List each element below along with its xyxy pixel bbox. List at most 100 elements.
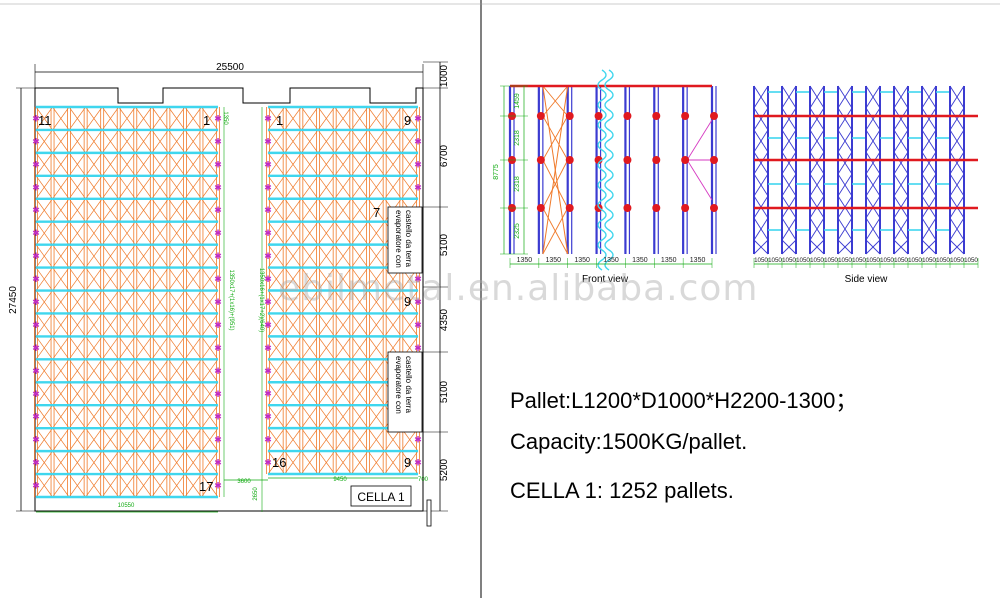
left-rack-brace — [168, 152, 186, 177]
side-brace — [893, 217, 909, 241]
left-rack-brace — [118, 267, 136, 291]
side-bay-width-0: 1050 — [754, 257, 768, 264]
right-rack-brace — [301, 221, 319, 245]
side-brace — [865, 239, 881, 255]
right-rack-marker: ✱ — [414, 320, 422, 330]
left-rack-brace — [151, 382, 169, 406]
left-rack-marker: ✱ — [32, 251, 40, 261]
left-rack-brace — [184, 359, 202, 383]
front-level-dim-2: 2318 — [514, 176, 521, 192]
front-rail-bracket — [594, 156, 603, 164]
left-rack-brace — [168, 221, 186, 245]
evaporator-label-2-line2: castello da terra — [404, 356, 413, 413]
left-rack-brace — [151, 198, 169, 222]
front-rail-bracket — [681, 156, 690, 164]
front-rail-bracket — [565, 156, 574, 164]
left-rack-brace — [168, 382, 186, 406]
right-vertical-formula: 1350x16+(1x17+2)(640) — [258, 268, 264, 332]
left-rack-brace — [184, 313, 202, 337]
cella-outline — [34, 87, 424, 512]
right-rack-brace — [284, 198, 302, 222]
right-rack-marker: ✱ — [264, 366, 272, 376]
left-rack-brace — [151, 405, 169, 429]
front-rail-bracket — [594, 112, 603, 120]
right-rack-brace — [334, 129, 352, 154]
right-rack-brace — [351, 313, 369, 337]
right-rack-brace — [334, 427, 352, 452]
right-rack-brace — [301, 450, 319, 475]
front-rail-bracket — [681, 112, 690, 120]
left-rack-brace — [184, 244, 202, 268]
left-rack-brace — [118, 175, 136, 199]
left-rack-brace — [151, 244, 169, 268]
front-bay-width-4: 1350 — [632, 257, 648, 264]
right-rack-brace — [284, 427, 302, 452]
left-vertical-formula: 1350x17+(1x16)+(951) — [228, 269, 234, 330]
right-rack-brace — [367, 221, 385, 245]
left-rack-brace — [201, 267, 219, 291]
left-rack-brace — [85, 290, 103, 314]
side-brace — [837, 85, 853, 109]
right-rack-brace — [301, 359, 319, 383]
front-view-title: Front view — [582, 274, 629, 285]
left-rack-brace — [184, 198, 202, 222]
left-rack-brace — [184, 473, 202, 498]
side-brace — [893, 107, 909, 131]
left-rack-brace — [101, 290, 120, 314]
right-rack-brace — [267, 427, 285, 452]
side-bay-width-3: 1050 — [796, 257, 810, 264]
left-rack-brace — [151, 221, 169, 245]
left-rack-brace — [134, 221, 153, 245]
right-rack-brace — [284, 129, 302, 154]
left-rack-brace — [68, 382, 86, 406]
side-brace — [809, 85, 825, 109]
left-block-width-dim: 10550 — [118, 503, 135, 509]
right-rack-brace — [384, 313, 402, 337]
left-rack-brace — [168, 313, 186, 337]
right-rack-brace — [351, 106, 369, 131]
left-rack-brace — [184, 382, 202, 406]
left-rack-brace — [52, 313, 70, 337]
left-rack-brace — [201, 198, 219, 222]
left-rack-brace — [118, 244, 136, 268]
left-rack-brace — [52, 152, 70, 177]
right-rack-brace — [367, 267, 385, 291]
right-rack-brace — [284, 221, 302, 245]
right-rack-brace — [284, 404, 302, 429]
left-rack-brace — [85, 405, 103, 429]
side-bay-width-11: 1050 — [908, 257, 922, 264]
right-rack-brace — [334, 267, 352, 291]
front-rail-bracket — [565, 204, 574, 212]
left-rack-marker: ✱ — [32, 297, 40, 307]
left-rack-brace — [168, 175, 186, 199]
left-rack-brace — [184, 405, 202, 429]
right-rack-brace — [351, 175, 369, 199]
side-brace — [893, 85, 909, 109]
right-rack-brace — [384, 175, 402, 199]
right-dim-3: 4350 — [439, 308, 450, 331]
left-rack-brace — [101, 405, 120, 429]
right-dim-0: 1000 — [439, 64, 450, 87]
left-rack-brace — [134, 359, 153, 383]
left-rack-brace — [35, 313, 53, 337]
left-rack-brace — [151, 359, 169, 383]
front-rail-bracket — [710, 156, 718, 164]
left-rack-brace — [118, 405, 136, 429]
left-rack-brace — [151, 427, 169, 452]
left-rack-brace — [118, 106, 136, 131]
left-rack-brace — [68, 244, 86, 268]
left-rack-brace — [118, 427, 136, 452]
right-rack-brace — [334, 106, 352, 131]
right-rack-brace — [367, 450, 385, 475]
right-rack-brace — [367, 244, 385, 268]
left-rack-brace — [35, 336, 53, 360]
right-rack-marker: ✱ — [264, 205, 272, 215]
front-rail-bracket — [536, 204, 545, 212]
side-brace — [837, 217, 853, 241]
left-rack-brace — [134, 175, 153, 199]
left-rack-brace — [101, 359, 120, 383]
left-rack-brace — [151, 313, 169, 337]
left-rack-brace — [35, 450, 53, 475]
